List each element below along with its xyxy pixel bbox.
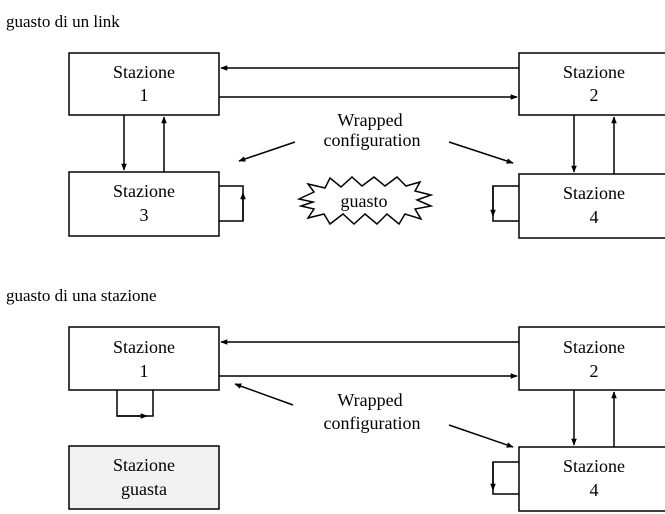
- diagram1-station-2: Stazione 2: [518, 52, 665, 116]
- diagram2-station-4: Stazione 4: [518, 446, 665, 512]
- diagram1-note-line2: configuration: [324, 130, 421, 150]
- diagram2-title: guasto di una stazione: [6, 286, 157, 305]
- diagram1-station-2-label: Stazione: [563, 62, 625, 82]
- diagram1-station-2-number: 2: [590, 85, 599, 105]
- diagram2-note-arrow-right: [448, 424, 514, 448]
- diagram2-station-2-label: Stazione: [563, 337, 625, 357]
- diagram2-note-line1: Wrapped: [337, 390, 402, 410]
- diagram2-failed-station-label: Stazione: [113, 455, 175, 475]
- diagram1-station-1-number: 1: [140, 85, 149, 105]
- diagram1-station-3: Stazione 3: [68, 171, 220, 237]
- diagram2-note-arrow-left: [234, 383, 294, 406]
- diagram2-wrap-loop-station-4: [492, 461, 519, 495]
- diagram2-station-4-label: Stazione: [563, 456, 625, 476]
- diagram2-station-1-label: Stazione: [113, 337, 175, 357]
- diagram1-wrap-loop-station-3: [219, 185, 244, 222]
- diagram1-station-1: Stazione 1: [68, 52, 220, 116]
- diagram1: Stazione 1 Stazione 2 Stazione 3 Stazion…: [68, 52, 665, 239]
- diagram1-wrap-loop-station-4: [492, 185, 519, 222]
- diagram1-station-3-label: Stazione: [113, 181, 175, 201]
- diagram1-title: guasto di un link: [6, 12, 120, 31]
- diagram1-fault-burst: [296, 175, 434, 226]
- diagram1-station-1-label: Stazione: [113, 62, 175, 82]
- diagram1-station-3-number: 3: [140, 205, 149, 225]
- diagram2: Stazione 1 Stazione 2 Stazione guasta St…: [68, 326, 665, 512]
- diagram1-note-arrow-right: [448, 141, 514, 164]
- diagram1-fault-label: guasto: [341, 191, 388, 211]
- diagram1-station-4-number: 4: [590, 207, 599, 227]
- diagram1-note-line1: Wrapped: [337, 110, 402, 130]
- diagram2-station-1-number: 1: [140, 361, 149, 381]
- diagram2-station-2: Stazione 2: [518, 326, 665, 391]
- diagram2-station-2-number: 2: [590, 361, 599, 381]
- diagram2-failed-station-status: guasta: [121, 479, 167, 499]
- diagram1-station-4: Stazione 4: [518, 173, 665, 239]
- diagram2-wrap-loop-station-1: [116, 390, 154, 417]
- diagram2-failed-station: Stazione guasta: [68, 445, 220, 510]
- diagram1-station-4-label: Stazione: [563, 183, 625, 203]
- diagram1-note-arrow-left: [238, 141, 296, 162]
- diagram2-station-1: Stazione 1: [68, 326, 220, 391]
- diagram2-station-4-number: 4: [590, 480, 599, 500]
- diagram2-note-line2: configuration: [324, 413, 421, 433]
